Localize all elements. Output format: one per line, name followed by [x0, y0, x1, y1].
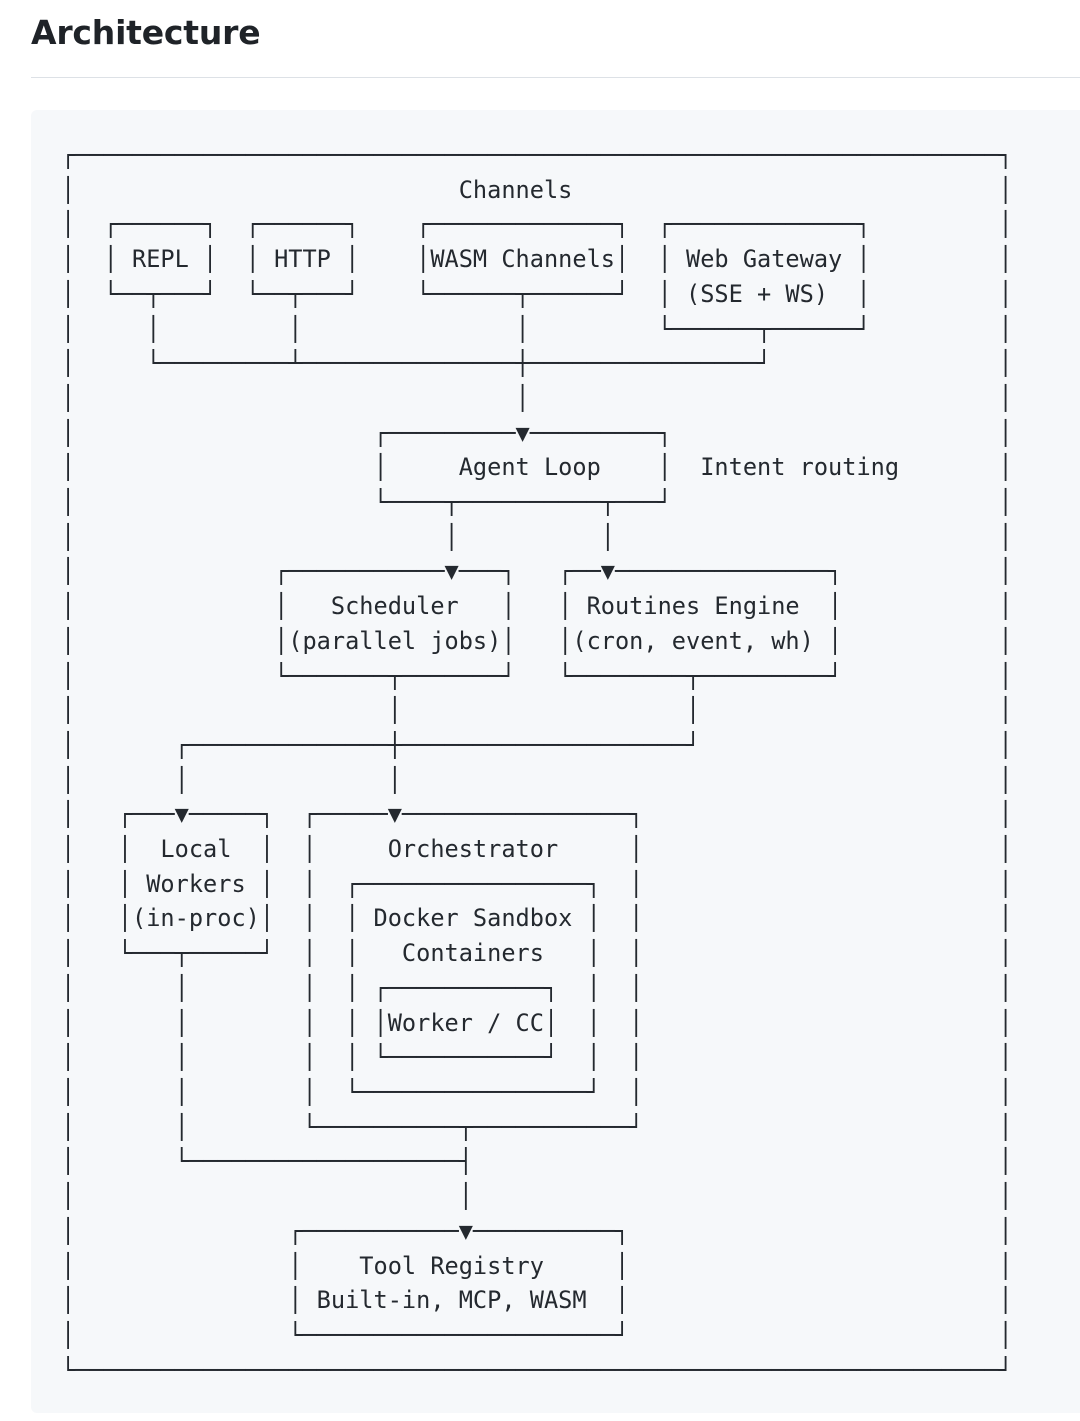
- code-block-panel: ┌───────────────────────────────────────…: [31, 110, 1080, 1414]
- architecture-diagram: ┌───────────────────────────────────────…: [61, 141, 1013, 1384]
- page-title: Architecture: [31, 12, 1080, 78]
